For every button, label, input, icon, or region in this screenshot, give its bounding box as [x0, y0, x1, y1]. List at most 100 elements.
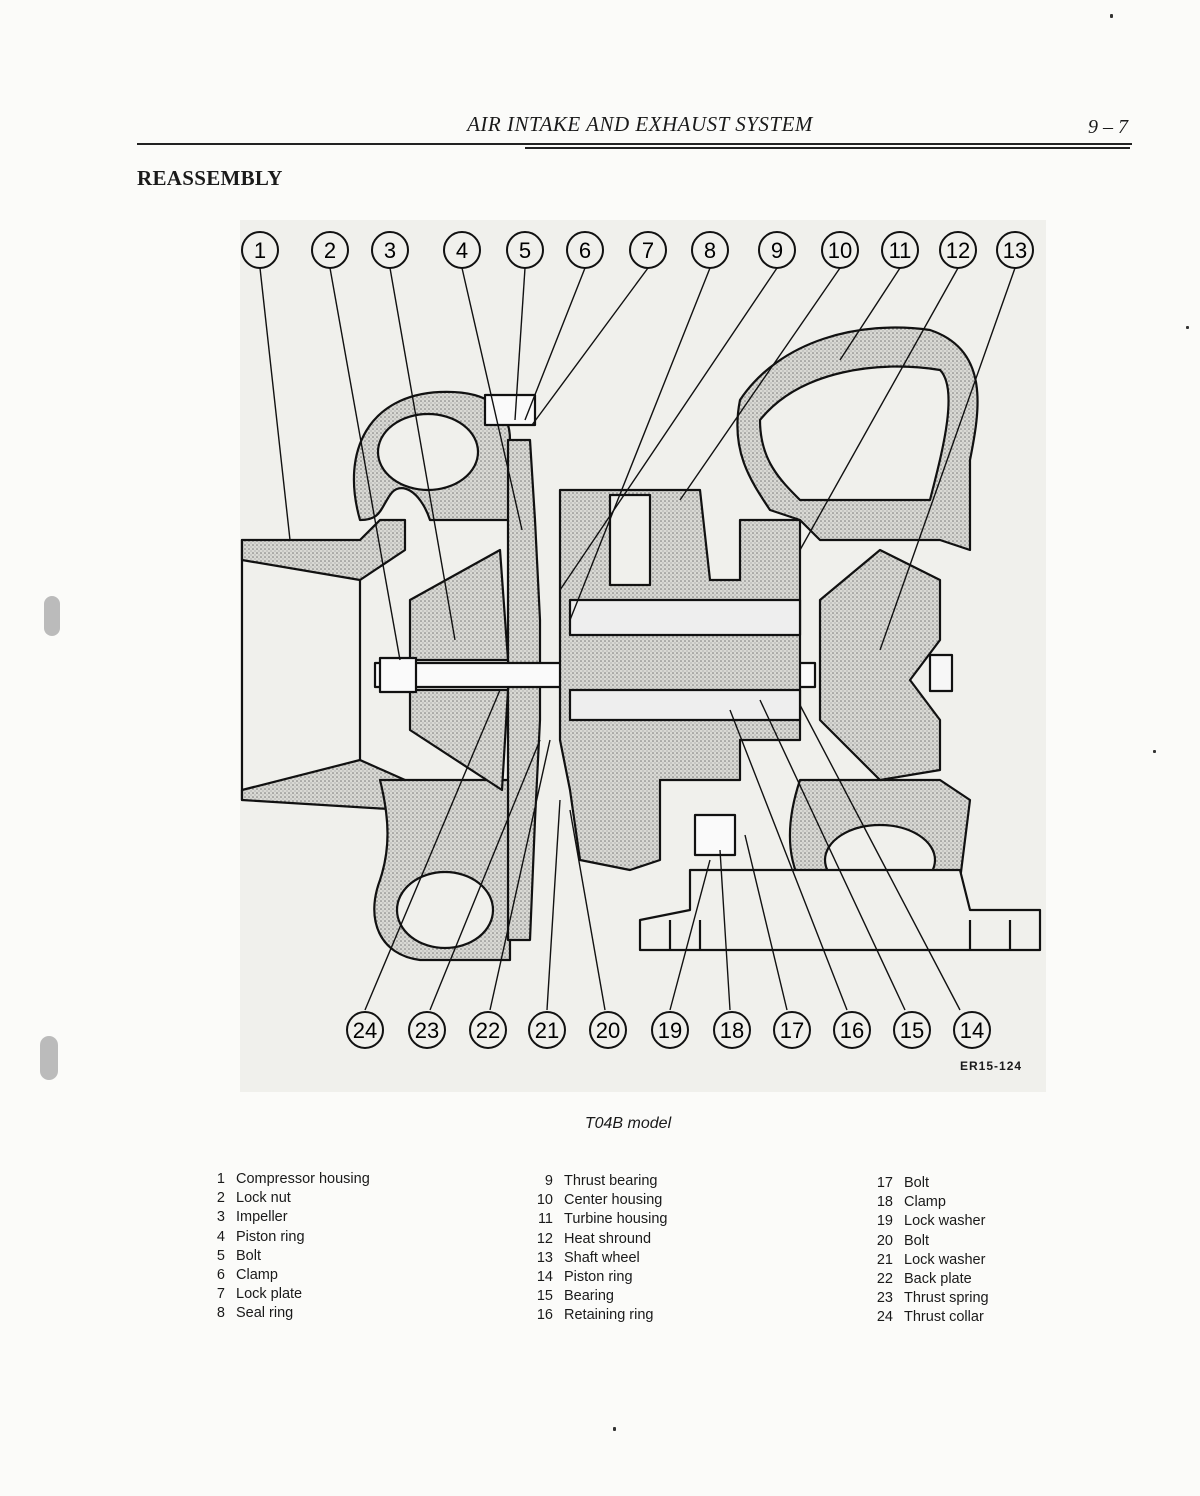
scan-speck	[1186, 326, 1189, 329]
svg-text:22: 22	[476, 1018, 500, 1043]
svg-text:5: 5	[519, 238, 531, 263]
svg-text:20: 20	[596, 1018, 620, 1043]
callout-2: 2	[311, 231, 349, 269]
scan-speck	[1110, 14, 1113, 18]
callout-17: 17	[773, 1011, 811, 1049]
svg-text:12: 12	[946, 238, 970, 263]
callout-22: 22	[469, 1011, 507, 1049]
svg-text:13: 13	[1003, 238, 1027, 263]
callout-18: 18	[713, 1011, 751, 1049]
scan-speck	[44, 596, 60, 636]
header-rule	[137, 143, 1132, 145]
callout-11: 11	[881, 231, 919, 269]
svg-text:15: 15	[900, 1018, 924, 1043]
svg-text:10: 10	[828, 238, 852, 263]
impeller	[408, 548, 510, 662]
svg-text:9: 9	[771, 238, 783, 263]
svg-text:19: 19	[658, 1018, 682, 1043]
leader-lines	[259, 267, 1016, 1011]
turbine-wheel	[818, 548, 942, 782]
scan-speck	[1153, 750, 1156, 753]
svg-text:23: 23	[415, 1018, 439, 1043]
callout-6: 6	[566, 231, 604, 269]
svg-text:7: 7	[642, 238, 654, 263]
figure-code: ER15-124	[960, 1059, 1023, 1073]
svg-text:6: 6	[579, 238, 591, 263]
callout-12: 12	[939, 231, 977, 269]
page-number: 9 – 7	[1088, 116, 1128, 138]
section-title: REASSEMBLY	[137, 166, 283, 190]
figure-caption: T04B model	[584, 1115, 672, 1132]
callout-1: 1	[241, 231, 279, 269]
svg-text:14: 14	[960, 1018, 984, 1043]
callout-10: 10	[821, 231, 859, 269]
svg-text:18: 18	[720, 1018, 744, 1043]
svg-text:8: 8	[704, 238, 716, 263]
callouts-top: 1 2 3 4 5 6 7 8 9 10 11 12 13	[241, 231, 1034, 269]
callout-7: 7	[629, 231, 667, 269]
clamp-bolt-top	[483, 393, 537, 427]
svg-text:4: 4	[456, 238, 468, 263]
callout-16: 16	[833, 1011, 871, 1049]
svg-text:2: 2	[324, 238, 336, 263]
callout-13: 13	[996, 231, 1034, 269]
turbocharger-drawing: 1 2 3 4 5 6 7 8 9 10 11 12 13 14 15 16 1…	[240, 231, 1042, 1049]
compressor-inlet	[240, 538, 362, 802]
svg-text:16: 16	[840, 1018, 864, 1043]
callouts-bottom: 14 15 16 17 18 19 20 21 22 23 24	[346, 1011, 991, 1049]
svg-text:11: 11	[889, 238, 912, 263]
scan-speck	[613, 1427, 616, 1431]
callout-24: 24	[346, 1011, 384, 1049]
callout-20: 20	[589, 1011, 627, 1049]
scan-speck	[40, 1036, 58, 1080]
callout-5: 5	[506, 231, 544, 269]
header-rule-thick	[525, 147, 1130, 149]
callout-4: 4	[443, 231, 481, 269]
running-header-title: AIR INTAKE AND EXHAUST SYSTEM	[467, 112, 813, 136]
svg-text:3: 3	[384, 238, 396, 263]
callout-3: 3	[371, 231, 409, 269]
callout-9: 9	[758, 231, 796, 269]
callout-8: 8	[691, 231, 729, 269]
center-housing	[558, 488, 802, 872]
callout-21: 21	[528, 1011, 566, 1049]
svg-text:17: 17	[780, 1018, 804, 1043]
svg-text:1: 1	[254, 238, 266, 263]
callout-23: 23	[408, 1011, 446, 1049]
svg-text:21: 21	[535, 1018, 559, 1043]
callout-19: 19	[651, 1011, 689, 1049]
callout-15: 15	[893, 1011, 931, 1049]
back-plate	[506, 438, 542, 942]
callout-14: 14	[953, 1011, 991, 1049]
turbine-flange	[638, 868, 1042, 952]
svg-text:24: 24	[353, 1018, 377, 1043]
turbocharger-cross-section-figure: 1 2 3 4 5 6 7 8 9 10 11 12 13 14 15 16 1…	[240, 220, 1046, 1092]
